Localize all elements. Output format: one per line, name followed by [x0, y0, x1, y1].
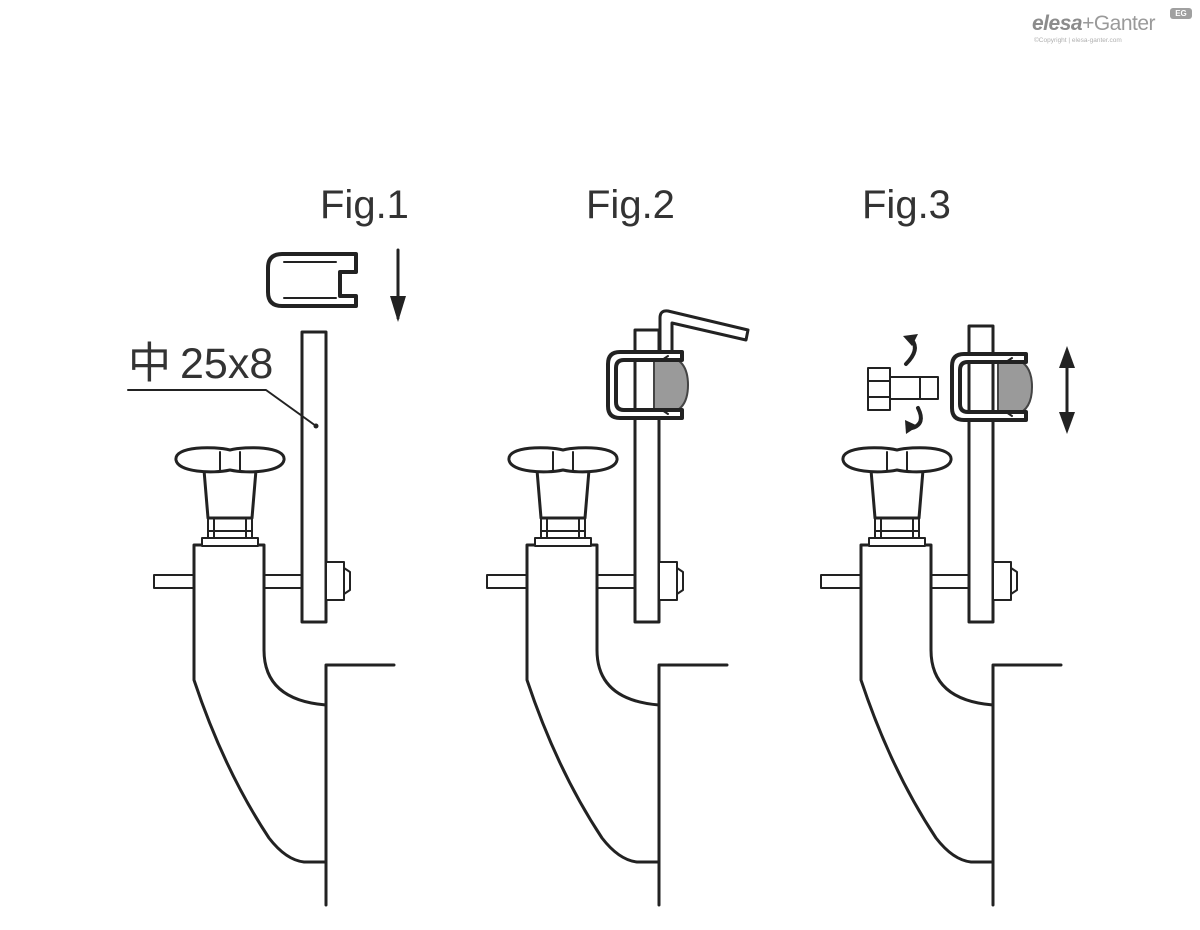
hex-key-icon [658, 309, 750, 362]
brand-badge: EG [1170, 8, 1192, 19]
dimension-value: 25x8 [180, 340, 273, 388]
rotate-arrows-icon [903, 334, 923, 434]
brand-copyright: ©Copyright | elesa-ganter.com [1034, 37, 1122, 44]
fig3-strip [967, 324, 995, 624]
fig2-assembly [485, 309, 750, 907]
brand-rest: +Ganter [1082, 12, 1156, 35]
fig3-assembly [819, 324, 1075, 907]
fig3-label: Fig.3 [862, 183, 951, 227]
fig1-c-block [266, 252, 358, 308]
fig1-label: Fig.1 [320, 183, 409, 227]
fig1-assembly: 中 25x8 [127, 248, 406, 907]
fig1-leader-line [127, 389, 317, 427]
dimension-symbol: 中 [128, 340, 171, 388]
brand-wordmark: elesa+Ganter [1032, 12, 1156, 36]
up-down-arrow-icon [1059, 346, 1075, 434]
fig1-nut [325, 561, 345, 601]
fig1-strip [300, 330, 328, 624]
brand-logo: elesa+Ganter EG ©Copyright | elesa-gante… [1030, 8, 1195, 48]
fig2-label: Fig.2 [586, 183, 675, 227]
brand-bold: elesa [1032, 12, 1083, 35]
fig2-nut [658, 561, 678, 601]
fig3-screw [867, 367, 939, 411]
arrow-down-icon [390, 248, 406, 322]
fig3-nut [992, 561, 1012, 601]
